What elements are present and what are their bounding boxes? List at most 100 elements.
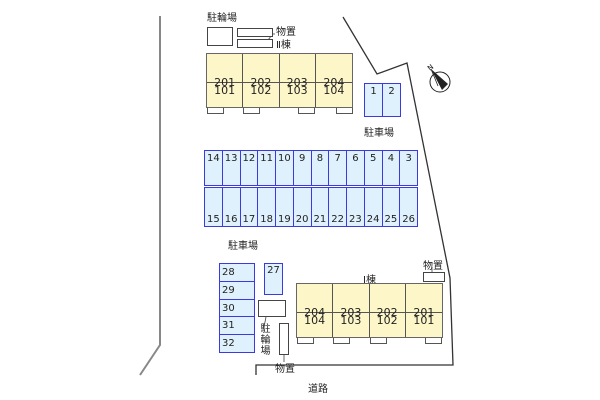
floor-divider (297, 312, 442, 314)
unit-column: 203 103 (280, 54, 316, 107)
entrance-step (297, 338, 314, 344)
left-boundary-line (139, 16, 161, 376)
parking-number: 16 (224, 214, 238, 225)
parking-number: 11 (260, 153, 273, 164)
parking-label-left: 駐車場 (228, 241, 258, 252)
entrance-step (425, 338, 442, 344)
parking-space: 23 (346, 187, 365, 227)
parking-number: 19 (278, 214, 291, 225)
parking-space: 26 (399, 187, 418, 227)
unit-column: 204 104 (297, 284, 334, 337)
entrance-step (298, 108, 315, 114)
parking-space: 12 (239, 150, 259, 186)
parking-number: 17 (242, 214, 256, 225)
parking-number: 28 (222, 267, 235, 278)
parking-space: 1 (364, 83, 383, 117)
unit-upper: 202 (250, 76, 272, 90)
unit-lower: 101 (214, 83, 236, 97)
entrance-step (207, 108, 224, 114)
parking-number: 13 (224, 153, 238, 164)
parking-space: 22 (328, 187, 347, 227)
unit-lower: 103 (286, 83, 308, 97)
parking-space: 5 (363, 150, 383, 186)
parking-number: 20 (295, 214, 309, 225)
entrance-step (333, 338, 350, 344)
parking-number: 23 (349, 214, 362, 225)
building-1: 204 104 203 103 202 102 201 101 (296, 283, 443, 338)
storage-label-top: 物置 (276, 27, 296, 38)
unit-upper: 204 (323, 76, 345, 90)
unit-upper: 203 (340, 306, 362, 320)
storage-label-bottom: 物置 (275, 364, 295, 375)
storage-top-1 (237, 28, 273, 37)
floor-divider (207, 82, 352, 84)
storage-bottom (279, 323, 289, 355)
label-char: 輪 (260, 335, 271, 346)
bicycle-parking-label-bottom: 駐 輪 場 (260, 324, 271, 357)
parking-space: 14 (204, 150, 223, 186)
parking-space: 16 (221, 187, 241, 227)
unit-upper: 201 (413, 306, 435, 320)
parking-space: 11 (257, 150, 276, 186)
parking-space: 7 (328, 150, 347, 186)
unit-lower: 102 (376, 313, 398, 327)
parking-space: 30 (219, 298, 255, 318)
building2-label: Ⅱ棟 (276, 40, 291, 51)
parking-number: 5 (369, 153, 377, 164)
parking-number: 12 (242, 153, 256, 164)
unit-column: 201 101 (406, 284, 442, 337)
parking-number: 32 (222, 338, 235, 350)
parking-space: 10 (275, 150, 294, 186)
parking-number: 9 (298, 153, 306, 164)
parking-space: 18 (257, 187, 276, 227)
parking-number: 31 (222, 320, 235, 332)
unit-lower: 104 (304, 313, 326, 327)
unit-column: 201 101 (207, 54, 244, 107)
unit-lower: 102 (250, 83, 272, 97)
parking-number: 2 (388, 86, 395, 97)
bicycle-parking-label-top: 駐輪場 (207, 13, 237, 24)
parking-space: 15 (204, 187, 223, 227)
entrance-step (370, 338, 387, 344)
entrance-step (336, 108, 353, 114)
bicycle-parking-top (207, 27, 233, 46)
parking-number: 3 (405, 153, 412, 164)
unit-column: 202 102 (243, 54, 280, 107)
unit-upper: 202 (376, 306, 398, 320)
unit-upper: 201 (214, 76, 236, 90)
parking-space: 28 (219, 263, 255, 282)
storage-right (423, 272, 445, 282)
parking-number: 1 (370, 86, 377, 97)
parking-number: 4 (387, 153, 395, 164)
parking-number: 25 (384, 214, 398, 225)
parking-number: 24 (366, 214, 380, 225)
unit-column: 203 103 (333, 284, 370, 337)
parking-space: 21 (310, 187, 330, 227)
parking-number: 6 (352, 153, 359, 164)
parking-number: 15 (207, 214, 220, 225)
parking-label-right: 駐車場 (364, 128, 394, 139)
unit-column: 204 104 (316, 54, 352, 107)
unit-lower: 103 (340, 313, 362, 327)
parking-number: 10 (278, 153, 291, 164)
parking-number: 27 (267, 265, 280, 276)
parking-space: 2 (382, 83, 401, 117)
parking-space: 9 (292, 150, 312, 186)
compass-north-icon: N (426, 63, 451, 93)
parking-space: 19 (275, 187, 294, 227)
parking-number: 29 (222, 284, 235, 296)
parking-number: 14 (207, 153, 220, 164)
parking-space: 24 (363, 187, 383, 227)
compass-label: N (426, 63, 435, 73)
building-2: 201 101 202 102 203 103 204 104 (206, 53, 353, 108)
storage-label-right: 物置 (423, 261, 443, 272)
unit-lower: 104 (323, 83, 345, 97)
parking-space: 32 (219, 334, 255, 353)
parking-space: 4 (381, 150, 401, 186)
parking-number: 22 (331, 214, 344, 225)
parking-number: 30 (222, 302, 235, 314)
road-label: 道路 (308, 384, 328, 395)
label-char: 駐 (260, 324, 271, 335)
parking-number: 21 (313, 214, 327, 225)
right-boundary-line (255, 16, 454, 375)
